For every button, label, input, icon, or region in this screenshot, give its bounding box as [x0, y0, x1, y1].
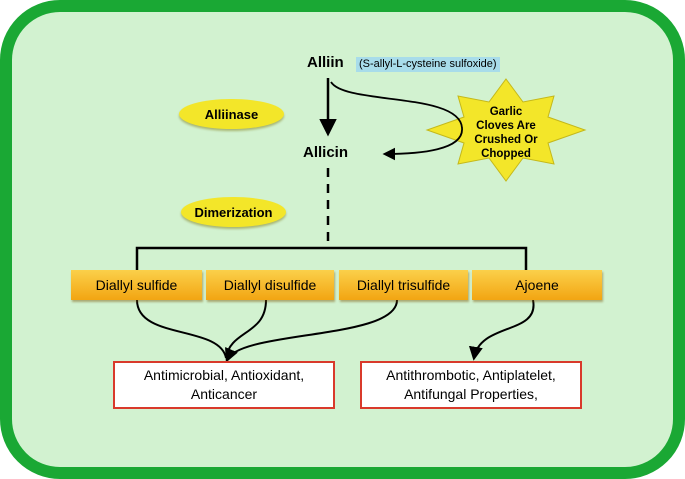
alliin-label: Alliin: [307, 54, 344, 71]
crushing-curve-arrow: [330, 81, 463, 161]
compound-diallyl-sulfide: Diallyl sulfide: [71, 270, 202, 300]
compound-diallyl-disulfide: Diallyl disulfide: [206, 270, 334, 300]
compound-ajoene: Ajoene: [472, 270, 602, 300]
compound-bracket: [135, 246, 528, 270]
diallyl-trisulfide-curve: [225, 299, 398, 363]
effect-box-antithrombotic: Antithrombotic, Antiplatelet, Antifungal…: [360, 361, 582, 409]
allicin-label: Allicin: [303, 144, 349, 161]
trigger-label: Garlic Cloves Are Crushed Or Chopped: [474, 106, 538, 160]
trigger-star: [425, 78, 587, 182]
diallyl-sulfide-curve: [136, 299, 227, 359]
compound-diallyl-trisulfide: Diallyl trisulfide: [339, 270, 468, 300]
alliin-chemical-name: (S-allyl-L-cysteine sulfoxide): [356, 57, 500, 72]
effect-box-antimicrobial: Antimicrobial, Antioxidant, Anticancer: [113, 361, 335, 409]
ajoene-curve: [468, 299, 535, 361]
dimerization-label: Dimerization: [181, 197, 286, 227]
alliinase-enzyme-label: Alliinase: [179, 99, 284, 129]
